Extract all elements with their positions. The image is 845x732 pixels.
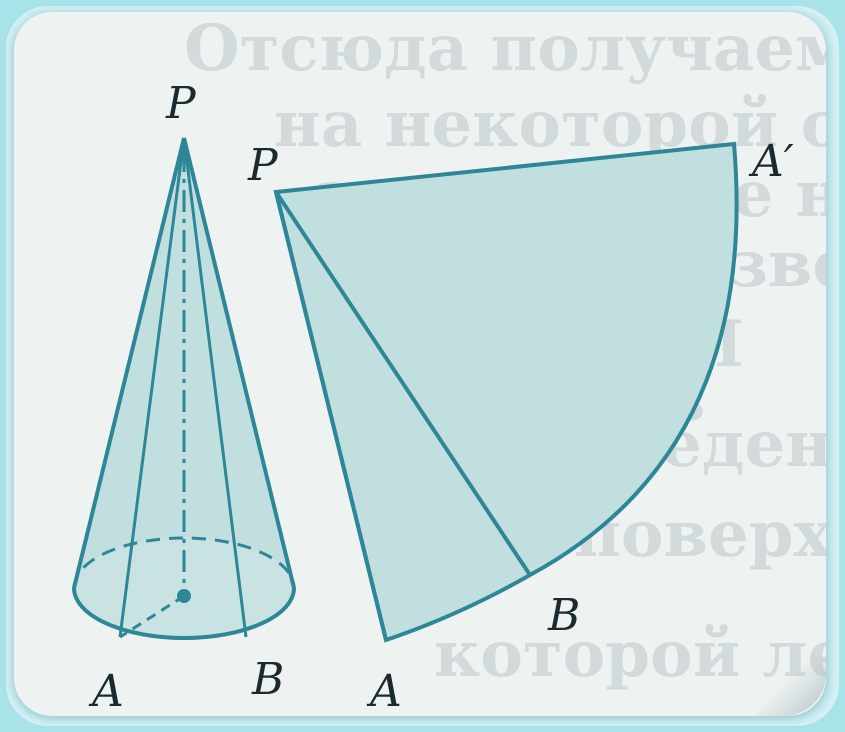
cone-base-center (177, 589, 191, 603)
cone-label-a: A (88, 666, 124, 716)
development-label-b: B (547, 590, 580, 641)
image-card: Отсюда получаем на некоторой образую атр… (14, 12, 826, 716)
cone: P A B (72, 78, 296, 716)
sector-line-pa (274, 191, 388, 641)
development-label-a: A (366, 666, 402, 716)
cone-base-front-arc (72, 587, 296, 640)
cone-right-generator (182, 137, 296, 589)
cone-body (74, 138, 294, 638)
sector (273, 141, 739, 643)
cone-left-generator (72, 137, 186, 589)
sector-line-pb (274, 190, 532, 577)
development-label-p: P (247, 140, 279, 191)
cone-generator-pb (182, 137, 248, 638)
cone-base-back-arc (72, 536, 296, 589)
development-label-a-prime: A′ (748, 136, 794, 187)
cone-label-p: P (165, 78, 197, 129)
cone-radius (119, 594, 185, 639)
cone-development-figure: P A B P A′ B A (72, 78, 794, 716)
cone-label-b: B (251, 654, 284, 705)
cone-development: P A′ B A (247, 136, 794, 716)
cone-generator-pa (118, 137, 186, 638)
